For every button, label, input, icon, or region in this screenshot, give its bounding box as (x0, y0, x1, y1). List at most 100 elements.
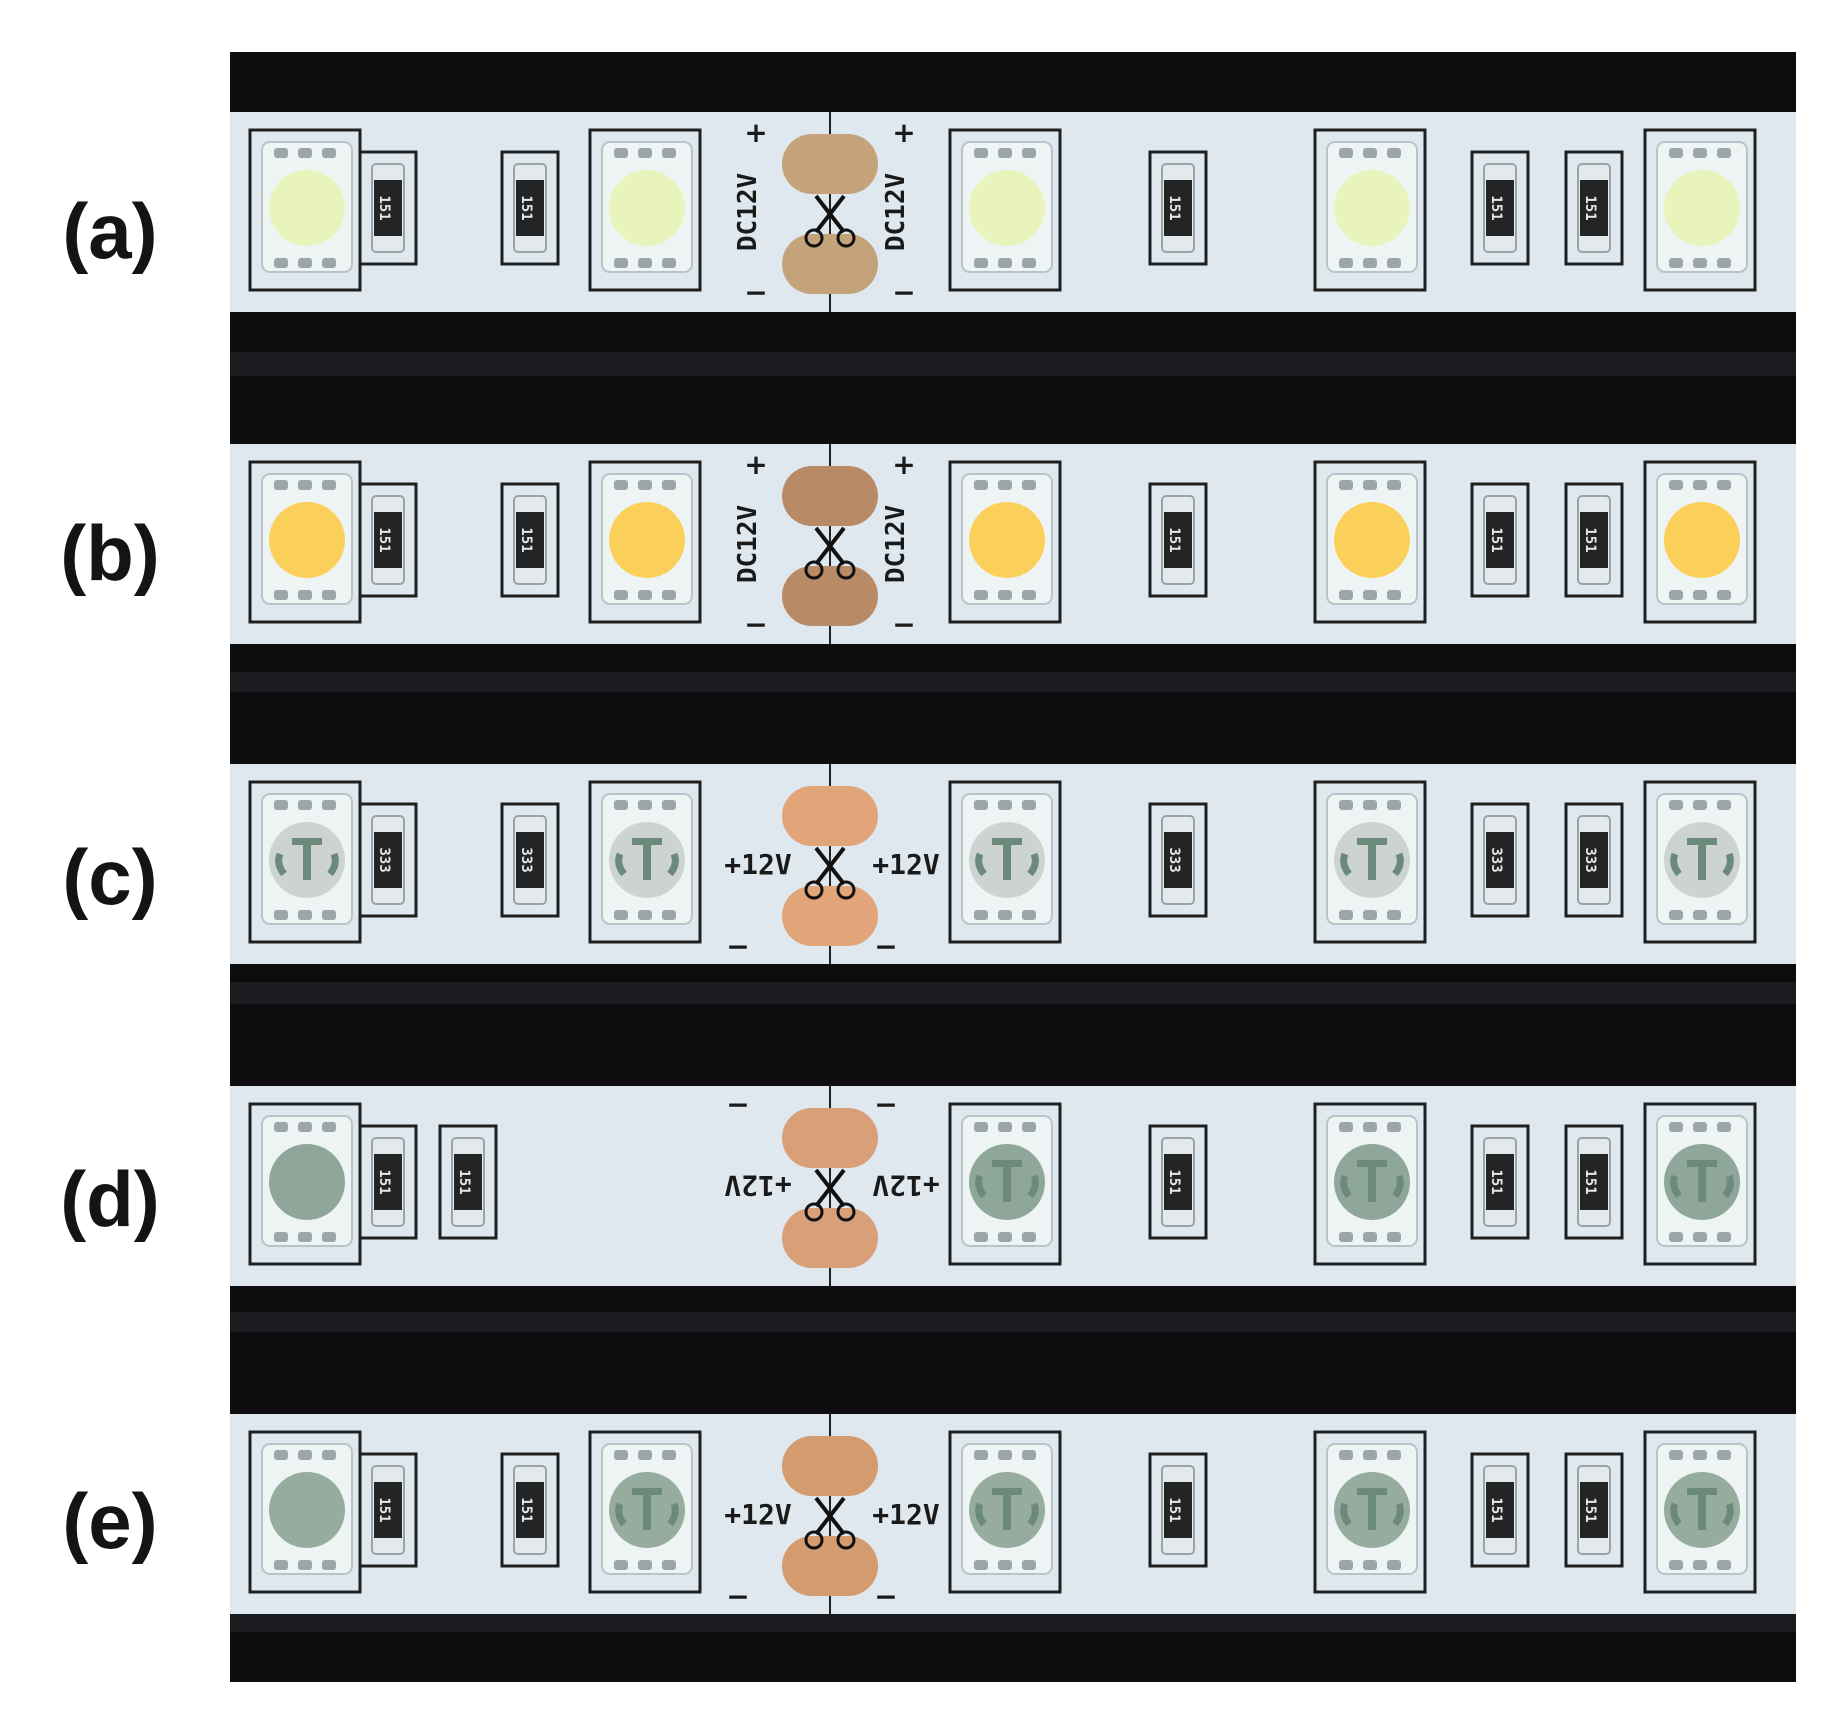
led-die-pattern (1357, 1488, 1387, 1495)
resistor-code: 151 (1582, 1169, 1598, 1194)
led-contact (614, 258, 628, 268)
minus-marking: − (874, 930, 897, 963)
resistor-body (1164, 512, 1192, 568)
led-contact (662, 148, 676, 158)
led-contact (1717, 590, 1731, 600)
led-outline (1643, 1430, 1757, 1594)
resistor-code: 151 (518, 527, 534, 552)
led-emitter (269, 1144, 345, 1220)
led-contact (614, 1450, 628, 1460)
plus-marking: + (744, 116, 767, 149)
led-contact (638, 590, 652, 600)
led-contact (974, 1232, 988, 1242)
scissors-handle (836, 560, 856, 580)
led-contact (298, 1560, 312, 1570)
background-band (230, 1312, 1796, 1332)
led-contact (322, 1450, 336, 1460)
minus-marking: − (874, 1088, 897, 1121)
led-contact (1363, 148, 1377, 158)
led-die-pattern (1698, 840, 1706, 880)
led-contact (1339, 1560, 1353, 1570)
led-outline (588, 1430, 702, 1594)
led-die-pattern (667, 1502, 679, 1527)
led-die-pattern (1003, 1162, 1011, 1202)
minus-marking: − (892, 608, 915, 641)
led-outline (948, 460, 1062, 624)
led-contact (1669, 1560, 1683, 1570)
led-outline (1643, 128, 1757, 292)
led-die-pattern (327, 852, 339, 877)
resistor-body (1164, 1154, 1192, 1210)
led-contact (298, 148, 312, 158)
led-contact (274, 590, 288, 600)
led-contact (1022, 1122, 1036, 1132)
led-emitter (1664, 502, 1740, 578)
led-contact (638, 148, 652, 158)
resistor-outline (1470, 482, 1530, 598)
led-contact (1022, 480, 1036, 490)
scissors-icon (804, 1168, 856, 1222)
resistor-code: 151 (1488, 195, 1504, 220)
led-contact (1717, 910, 1731, 920)
voltage-marking: DC12V (733, 173, 763, 251)
minus-marking: − (874, 1580, 897, 1613)
led-contact (614, 590, 628, 600)
voltage-marking: DC12V (881, 505, 911, 583)
scissors-handle (836, 1530, 856, 1550)
led-contact (1387, 1122, 1401, 1132)
resistor-body (516, 512, 544, 568)
voltage-marking: +12V (724, 1169, 792, 1202)
led-contact (1387, 1560, 1401, 1570)
scissors-blade (814, 846, 846, 886)
led-emitter (269, 1472, 345, 1548)
led-contact (1339, 1450, 1353, 1460)
led-contact (298, 1122, 312, 1132)
led-contact (298, 1232, 312, 1242)
led-contact (1339, 1122, 1353, 1132)
led-die-pattern (1027, 852, 1039, 877)
led-die-pattern (1357, 1160, 1387, 1167)
led-contact (1022, 1560, 1036, 1570)
resistor-body (1580, 1482, 1608, 1538)
led-contact (1387, 148, 1401, 158)
scissors-icon (804, 1496, 856, 1550)
led-contact (1022, 590, 1036, 600)
led-contact (1693, 1450, 1707, 1460)
resistor-outline (500, 150, 560, 266)
led-contact (998, 1232, 1012, 1242)
led-contact (1693, 910, 1707, 920)
led-contact (298, 258, 312, 268)
led-contact (974, 910, 988, 920)
led-emitter (1334, 502, 1410, 578)
led-contact (1693, 590, 1707, 600)
led-contact (1022, 910, 1036, 920)
resistor-code: 151 (1166, 195, 1182, 220)
led-die-pattern (1687, 838, 1717, 845)
led-die-pattern (1687, 1488, 1717, 1495)
scissors-handle (804, 1202, 824, 1222)
led-outline (1313, 1102, 1427, 1266)
scissors-icon (804, 526, 856, 580)
led-contact (1339, 148, 1353, 158)
led-contact (274, 1122, 288, 1132)
resistor-body (454, 1154, 482, 1210)
resistor-outline (500, 482, 560, 598)
led-contact (1693, 148, 1707, 158)
led-contact (274, 800, 288, 810)
led-die-pattern (1392, 1502, 1404, 1527)
led-contact (998, 1450, 1012, 1460)
panel-label-a: (a) (62, 187, 158, 275)
led-die-pattern (275, 852, 287, 877)
led-die-pattern (615, 1502, 627, 1527)
minus-marking: − (726, 930, 749, 963)
led-contact (1387, 258, 1401, 268)
solder-pad-bottom (782, 886, 878, 946)
led-die-pattern (1392, 852, 1404, 877)
resistor-outline (1148, 150, 1208, 266)
led-die-pattern (643, 1490, 651, 1530)
led-contact (322, 148, 336, 158)
led-contact (1022, 258, 1036, 268)
led-contact (1363, 800, 1377, 810)
led-outline (1643, 460, 1757, 624)
